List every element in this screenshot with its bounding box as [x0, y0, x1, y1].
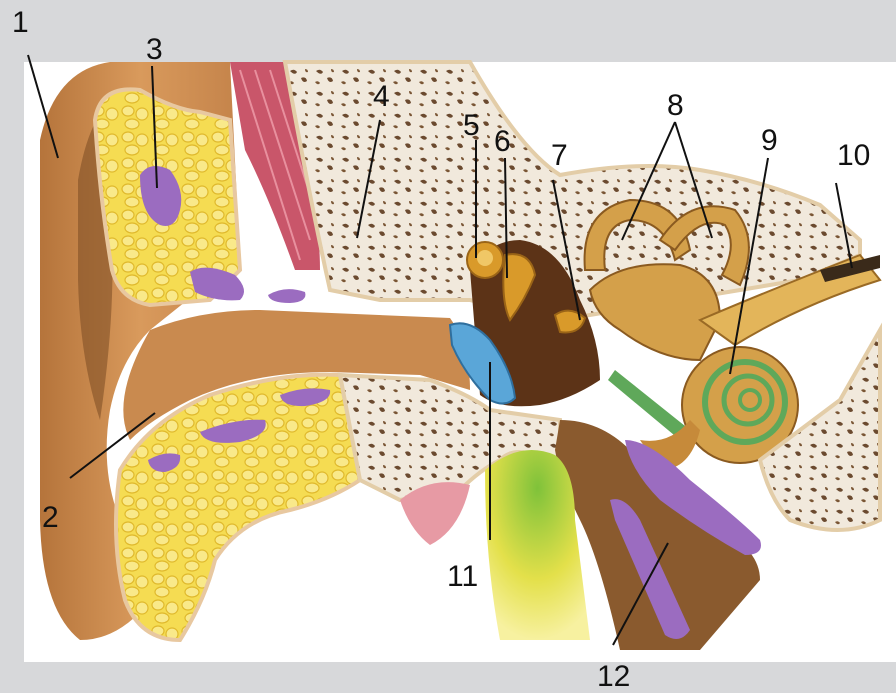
label-6: 6 [494, 125, 511, 158]
label-9: 9 [761, 124, 778, 157]
label-8: 8 [667, 89, 684, 122]
label-10: 10 [837, 139, 870, 172]
label-2: 2 [42, 501, 59, 534]
label-5: 5 [463, 109, 480, 142]
malleus-highlight [477, 250, 493, 266]
label-1: 1 [12, 6, 29, 39]
label-11: 11 [447, 560, 478, 593]
label-3: 3 [146, 33, 163, 66]
label-4: 4 [373, 80, 390, 113]
label-12: 12 [597, 660, 630, 693]
label-7: 7 [551, 139, 568, 172]
